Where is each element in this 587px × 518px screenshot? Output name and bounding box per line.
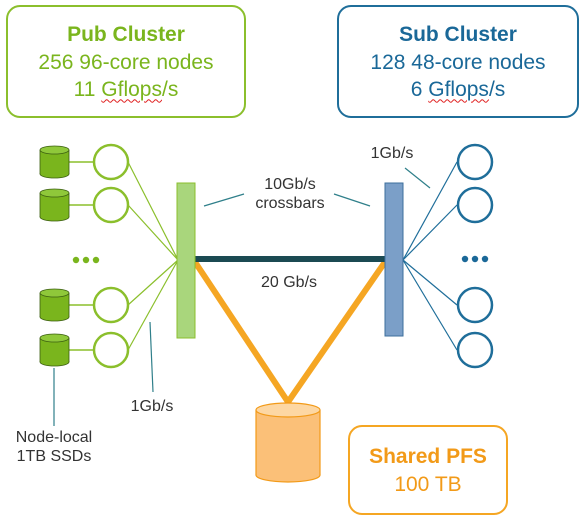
ssd-disk-icon [39, 188, 70, 222]
ssd-disks [39, 145, 70, 367]
pub-node-links [127, 161, 179, 351]
pub-node-circle [92, 286, 130, 324]
crossbar-speed-label: 10Gb/s [264, 176, 316, 193]
pub-crossbar [176, 182, 196, 339]
sub-cluster-box: Sub Cluster 128 48-core nodes 6 Gflops/s [337, 5, 579, 118]
interconnect-bar [193, 256, 385, 262]
sub-cluster-title: Sub Cluster [399, 22, 517, 46]
pub-gflops-suffix: /s [162, 77, 179, 101]
ssd-label: Node-local 1TB SSDs [4, 428, 104, 466]
pub-ellipsis-icon [72, 256, 100, 264]
pub-node-circle [92, 143, 130, 181]
sub-gflops-unit: Gflops [428, 77, 489, 101]
sub-nodes [456, 143, 494, 369]
ssd-disk-icon [39, 333, 70, 367]
callout-lines [53, 167, 431, 426]
sub-node-circle [456, 186, 494, 224]
pub-cluster-nodes: 256 96-core nodes [38, 50, 214, 74]
sub-node-links [402, 161, 458, 351]
pub-node-circle [92, 186, 130, 224]
pfs-storage-icon [255, 402, 321, 483]
crossbar-word-label: crossbars [255, 195, 325, 212]
pub-cluster-box: Pub Cluster 256 96-core nodes 11 Gflops/… [6, 5, 246, 118]
shared-pfs-capacity: 100 TB [394, 472, 462, 496]
interconnect-label: 20 Gb/s [260, 274, 318, 291]
shared-pfs-box: Shared PFS 100 TB [348, 425, 508, 515]
sub-link-label: 1Gb/s [370, 145, 414, 162]
sub-gflops-value: 6 [410, 77, 429, 101]
pub-gflops-value: 11 [73, 77, 102, 101]
pub-nodes [92, 143, 130, 369]
pub-cluster-title: Pub Cluster [67, 22, 185, 46]
ssd-disk-icon [39, 145, 70, 179]
sub-node-circle [456, 286, 494, 324]
pub-cluster-gflops: 11 Gflops/s [8, 76, 244, 103]
ssd-connectors [69, 161, 93, 351]
ssd-label-line2: 1TB SSDs [16, 448, 92, 465]
sub-gflops-suffix: /s [488, 77, 506, 101]
sub-node-circle [456, 331, 494, 369]
pub-gflops-unit: Gflops [101, 77, 162, 101]
ssd-disk-icon [39, 288, 70, 322]
pub-node-circle [92, 331, 130, 369]
sub-cluster-gflops: 6 Gflops/s [339, 76, 577, 103]
sub-crossbar [384, 182, 404, 337]
sub-ellipsis-icon [461, 255, 489, 263]
pfs-links [192, 259, 388, 405]
crossbar-label: 10Gb/s crossbars [244, 175, 336, 213]
pub-link-label: 1Gb/s [130, 398, 174, 415]
ssd-label-line1: Node-local [15, 429, 93, 446]
sub-cluster-nodes: 128 48-core nodes [370, 50, 546, 74]
sub-node-circle [456, 143, 494, 181]
shared-pfs-title: Shared PFS [369, 444, 487, 468]
